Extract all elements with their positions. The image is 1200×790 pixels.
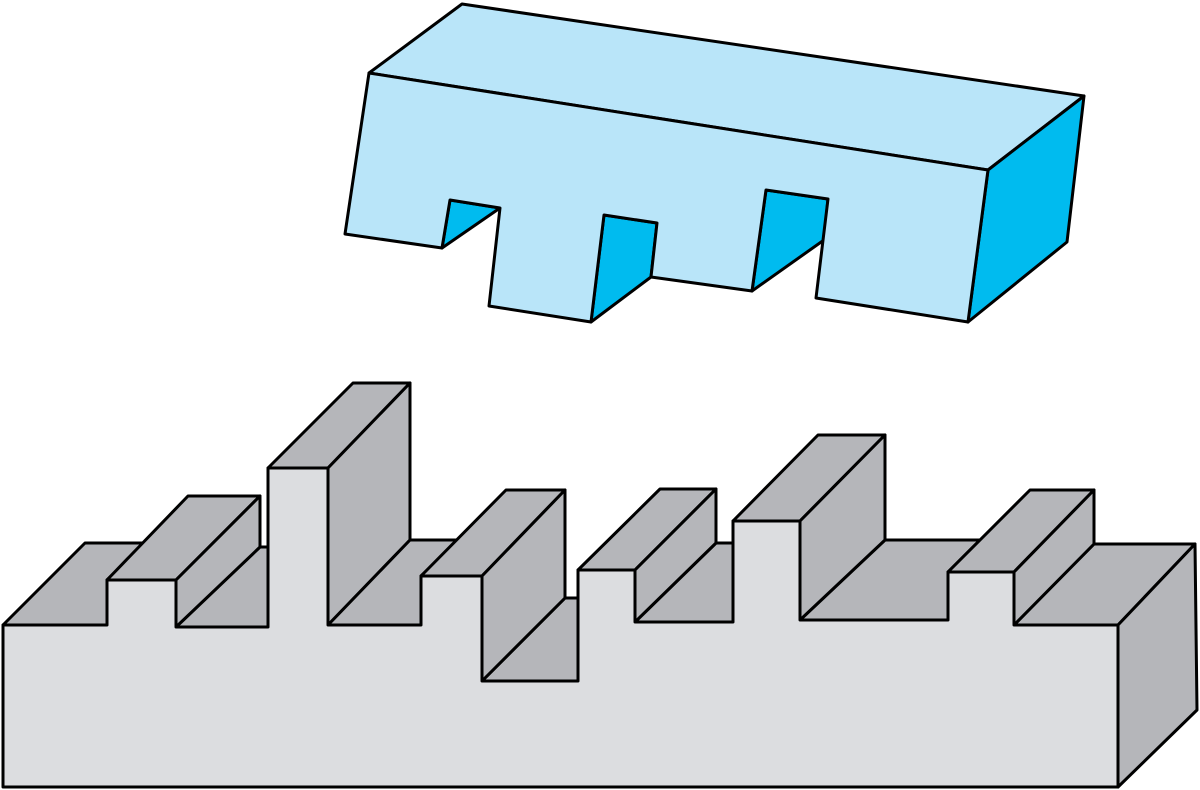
base-front-face [1, 466, 1120, 789]
mold-front-face [343, 71, 990, 324]
mold-block [343, 2, 1086, 324]
base-block [1, 381, 1199, 789]
